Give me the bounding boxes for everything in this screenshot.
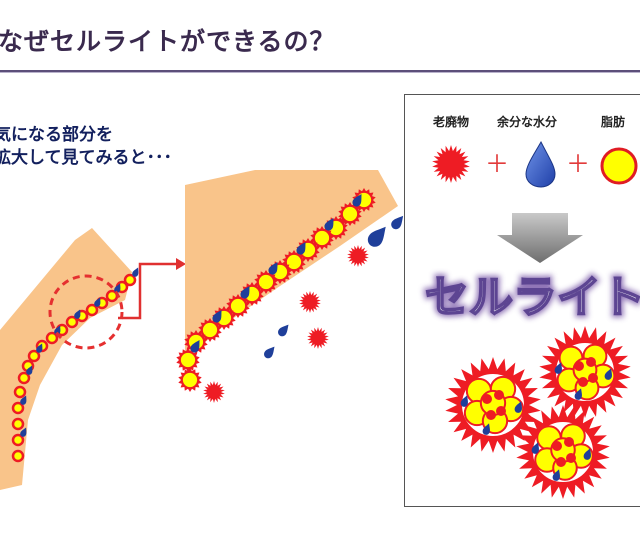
zoom-fat-cell [179,351,197,369]
zoom-water-drop [352,193,362,207]
highlight-circle [48,274,124,350]
small-fat-dot [13,385,27,399]
fat-cell-icon [600,147,638,185]
small-fat-dot [17,371,31,385]
zoom-connector-line [118,262,180,320]
cluster-water-drop [604,368,612,380]
small-fat-dot [123,273,137,287]
leg-illustration [0,228,186,490]
small-fat-dot [11,433,25,447]
zoom-water-drop [324,217,334,231]
zoom-fat-cell [201,321,219,339]
loose-water-drop [391,215,404,230]
cluster-water-drop [514,401,522,413]
caption: 気になる部分を 拡大して見てみると･･･ [0,124,172,170]
small-fat-dot [85,303,99,317]
loose-water-drop [367,226,386,247]
page-title: なぜセルライトができるの？ [0,27,336,56]
cluster-water-drop [552,469,560,481]
cellulite-text: セルライト [425,272,640,323]
cluster-waste-dot [588,373,598,383]
small-fat-dot [11,401,25,415]
waste-particle [203,381,225,403]
cluster-waste-dot [586,357,596,367]
small-water-drop [20,395,27,405]
zoom-water-drop [268,261,278,275]
cluster-waste-dot [494,390,504,400]
cluster-water-drop [554,362,562,374]
small-water-drop [114,283,121,293]
cluster-waste-dot [482,394,492,404]
small-water-drop [26,365,33,375]
cluster-waste-dot [496,406,506,416]
caption-line-2: 拡大して見てみると･･･ [0,148,172,168]
small-water-drop [36,343,43,353]
legend-label-water: 余分な水分 [497,115,558,129]
cluster-waste-dot [564,437,574,447]
cluster-waste-dot [556,457,566,467]
small-water-drop [54,325,61,335]
small-fat-dot [45,331,59,345]
small-fat-dot [65,315,79,329]
zoom-fat-cell [257,273,275,291]
zoom-water-drop [240,285,250,299]
legend-icons: ＋ ＋ [432,140,638,188]
water-drop-icon [525,140,556,188]
zoomed-skin-view [176,170,404,403]
small-water-drop [94,297,101,307]
svg-text:セルライト: セルライト [425,272,640,323]
loose-water-drop [278,324,289,337]
waste-particle [307,327,329,349]
zoom-fat-cell [285,253,303,271]
plus-icon: ＋ [485,150,509,178]
title-divider [0,70,640,73]
small-fat-dot [11,417,25,431]
caption-line-1: 気になる部分を [0,125,113,145]
zoomed-cell-chain [176,188,376,392]
cellulite-explanation-panel [404,94,640,507]
legend-label-fat: 脂肪 [601,115,626,129]
cluster-waste-dot [578,377,588,387]
zoom-water-drop [296,241,306,255]
cluster-waste-dot [574,361,584,371]
cluster-water-drop [583,448,591,460]
zoom-fat-cell [341,205,359,223]
cluster-waste-dot [486,410,496,420]
small-water-drop [132,267,139,277]
loose-water-drop [264,346,275,359]
zoom-water-drop [190,339,200,353]
waste-burst [432,145,470,183]
leg-shape [0,228,132,490]
waste-icon [432,145,470,183]
zoom-fat-cell [181,371,199,389]
small-fat-dot [27,349,41,363]
waste-particle [299,291,321,313]
plus-icon-2: ＋ [566,150,590,178]
zoom-fat-cell [229,297,247,315]
small-fat-dot [11,449,25,463]
zoom-arrow-head [176,258,186,270]
zoom-water-drop [212,309,222,323]
down-arrow-icon [497,213,583,263]
cellulite-word: セルライト セルライト [422,269,640,326]
small-fat-cells [11,267,139,463]
waste-particle [347,245,369,267]
cluster-water-drop [460,395,468,407]
zoomed-loose-particles [203,215,404,403]
cluster-water-drop [531,442,539,454]
cluster-water-drop [574,388,582,400]
cluster-water-drop [482,423,490,435]
cellulite-clusters [445,326,631,499]
legend-label-waste: 老廃物 [433,115,470,129]
small-water-drop [20,427,27,437]
cluster-waste-dot [566,453,576,463]
cluster-waste-dot [552,441,562,451]
small-water-drop [74,309,81,319]
zoom-fat-cell [313,229,331,247]
